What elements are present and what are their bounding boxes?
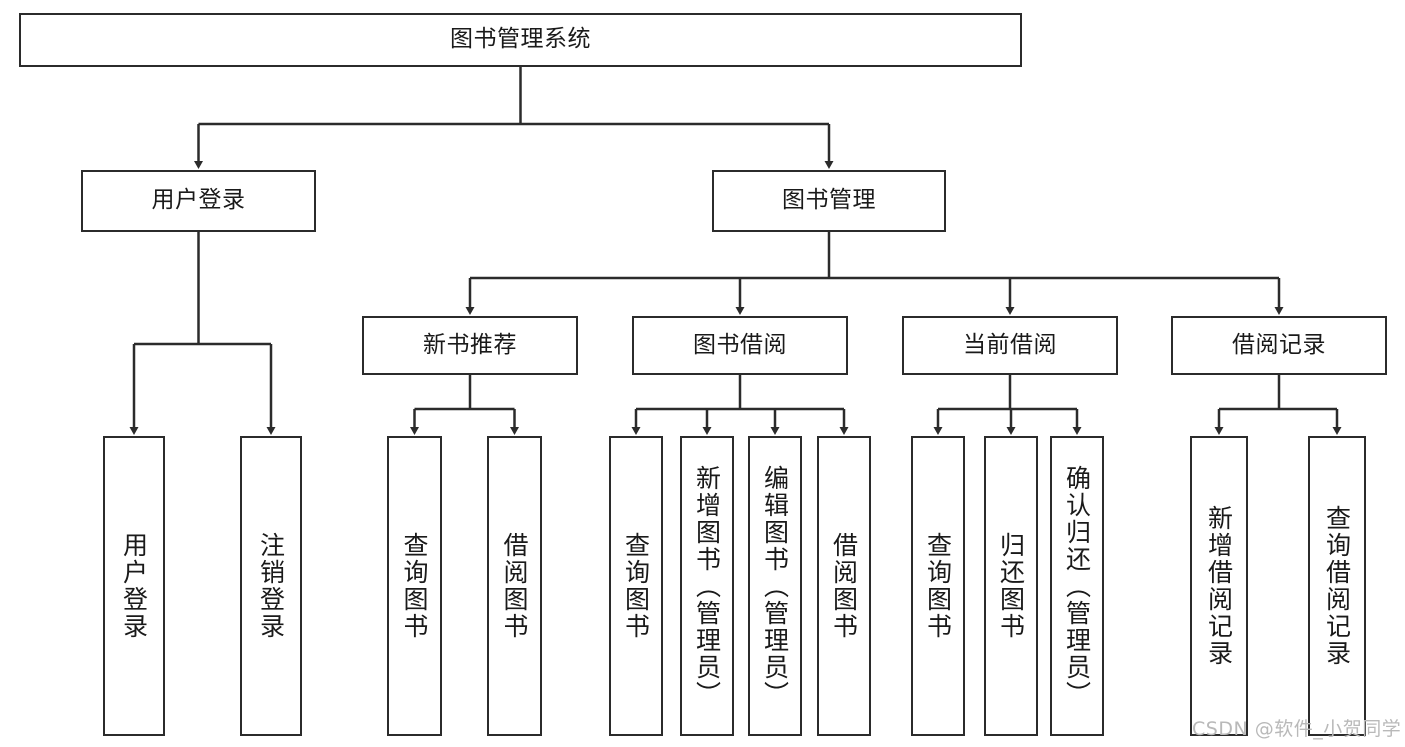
node-leaf-user-logout[interactable]: 注销登录 <box>240 436 302 736</box>
node-current-borrow-label: 当前借阅 <box>963 331 1057 358</box>
node-borrow-record[interactable]: 借阅记录 <box>1171 316 1387 375</box>
node-leaf-user-logout-label: 注销登录 <box>256 532 286 640</box>
node-leaf-add-record[interactable]: 新增借阅记录 <box>1190 436 1248 736</box>
node-leaf-edit-book-label: 编辑图书（管理员） <box>760 464 790 708</box>
node-root-system[interactable]: 图书管理系统 <box>19 13 1022 67</box>
node-leaf-query-record-label: 查询借阅记录 <box>1322 505 1352 667</box>
node-leaf-edit-book[interactable]: 编辑图书（管理员） <box>748 436 802 736</box>
node-leaf-return-book-label: 归还图书 <box>996 532 1026 640</box>
node-leaf-user-login[interactable]: 用户登录 <box>103 436 165 736</box>
node-book-borrow-label: 图书借阅 <box>693 331 787 358</box>
node-book-borrow[interactable]: 图书借阅 <box>632 316 848 375</box>
node-leaf-confirm-return[interactable]: 确认归还（管理员） <box>1050 436 1104 736</box>
node-leaf-query-book-rec-label: 查询图书 <box>400 532 429 640</box>
node-new-book-rec-label: 新书推荐 <box>423 331 517 358</box>
node-borrow-record-label: 借阅记录 <box>1232 331 1326 358</box>
node-leaf-return-book[interactable]: 归还图书 <box>984 436 1038 736</box>
node-leaf-query-book-c[interactable]: 查询图书 <box>911 436 965 736</box>
node-leaf-confirm-return-label: 确认归还（管理员） <box>1062 464 1092 708</box>
node-leaf-borrow-book-rec[interactable]: 借阅图书 <box>487 436 542 736</box>
node-leaf-query-book-b[interactable]: 查询图书 <box>609 436 663 736</box>
node-user-login-label: 用户登录 <box>151 187 246 214</box>
node-leaf-borrow-book-b-label: 借阅图书 <box>829 532 859 640</box>
node-leaf-user-login-label: 用户登录 <box>119 532 149 640</box>
node-user-login[interactable]: 用户登录 <box>81 170 316 232</box>
node-leaf-query-record[interactable]: 查询借阅记录 <box>1308 436 1366 736</box>
watermark: CSDN @软件_小贺同学 <box>1192 718 1402 740</box>
node-leaf-query-book-b-label: 查询图书 <box>621 532 651 640</box>
node-leaf-borrow-book-rec-label: 借阅图书 <box>500 532 529 640</box>
node-leaf-add-book[interactable]: 新增图书（管理员） <box>680 436 734 736</box>
node-current-borrow[interactable]: 当前借阅 <box>902 316 1118 375</box>
node-book-manage-label: 图书管理 <box>782 187 876 214</box>
node-leaf-borrow-book-b[interactable]: 借阅图书 <box>817 436 871 736</box>
node-leaf-add-record-label: 新增借阅记录 <box>1204 505 1234 667</box>
node-book-manage[interactable]: 图书管理 <box>712 170 946 232</box>
node-root-system-label: 图书管理系统 <box>450 26 591 53</box>
node-leaf-query-book-rec[interactable]: 查询图书 <box>387 436 442 736</box>
node-leaf-add-book-label: 新增图书（管理员） <box>692 464 722 708</box>
node-new-book-rec[interactable]: 新书推荐 <box>362 316 578 375</box>
node-leaf-query-book-c-label: 查询图书 <box>923 532 953 640</box>
